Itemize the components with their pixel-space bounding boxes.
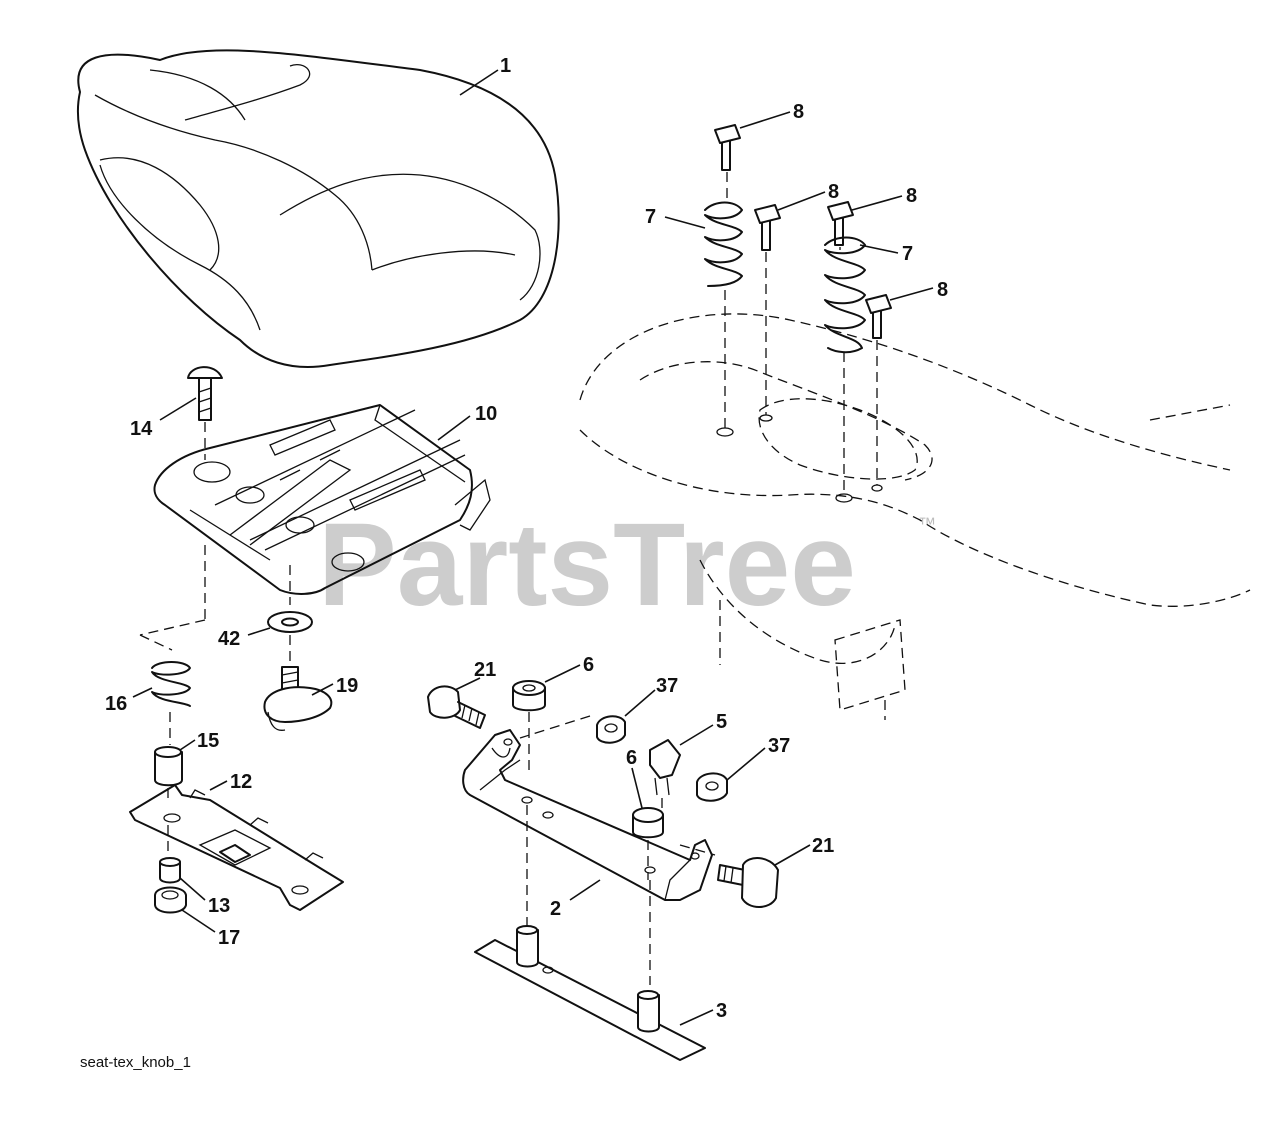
callout-12: 12 (230, 771, 252, 793)
spring-7-a-part (704, 201, 743, 430)
callout-6: 6 (626, 747, 637, 769)
bolt-8-c-part (827, 201, 854, 250)
callout-37: 37 (656, 675, 678, 697)
callout-3: 3 (716, 1000, 727, 1022)
callout-42: 42 (218, 628, 240, 650)
spacer-part (154, 746, 183, 800)
carriage-bolt-part (187, 366, 223, 460)
nut-6-a-part (512, 680, 546, 770)
bolt-8-b-part (754, 204, 781, 415)
callout-7: 7 (902, 243, 913, 265)
bolt-21-a-part (427, 685, 486, 729)
washer-part (267, 611, 313, 665)
bolt-8-a-part (714, 124, 741, 200)
bolt-8-d-part (865, 294, 892, 485)
callout-21: 21 (474, 659, 496, 681)
callout-5: 5 (716, 711, 727, 733)
callout-2: 2 (550, 898, 561, 920)
nut-6-b-part (632, 807, 664, 880)
bolt-21-b-part (717, 857, 779, 908)
callout-labels: 1 8 7 8 8 7 8 14 10 42 19 16 15 12 13 17… (105, 55, 948, 1022)
seat-pan-part (153, 404, 491, 620)
bracket-part (462, 729, 716, 985)
callout-8: 8 (906, 185, 917, 207)
callout-7: 7 (645, 206, 656, 228)
knob-part (263, 666, 333, 731)
spring-16-part (139, 619, 206, 745)
callout-14: 14 (130, 418, 153, 440)
nut-17-part (154, 886, 187, 914)
callout-1: 1 (500, 55, 511, 77)
callout-19: 19 (336, 675, 358, 697)
watermark-text: PartsTree (318, 499, 856, 631)
callout-10: 10 (475, 403, 497, 425)
diagram-caption: seat-tex_knob_1 (80, 1054, 191, 1071)
nut-13-part (159, 857, 181, 884)
slide-plate-part (129, 784, 344, 911)
spring-7-b-part (824, 236, 866, 495)
nut-37-a-part (519, 715, 626, 744)
tractor-frame (579, 313, 1251, 720)
bottom-plate-part (474, 925, 706, 1061)
leader-lines (132, 69, 934, 1026)
callout-13: 13 (208, 895, 230, 917)
callout-8: 8 (828, 181, 839, 203)
callout-16: 16 (105, 693, 127, 715)
callout-6: 6 (583, 654, 594, 676)
callout-8: 8 (937, 279, 948, 301)
callout-15: 15 (197, 730, 219, 752)
switch-5-part (649, 739, 681, 810)
seat-part (76, 49, 560, 368)
callout-37: 37 (768, 735, 790, 757)
callout-21: 21 (812, 835, 834, 857)
callout-17: 17 (218, 927, 240, 949)
watermark-trademark: ™ (918, 514, 936, 534)
callout-8: 8 (793, 101, 804, 123)
nut-37-b-part (696, 772, 728, 802)
